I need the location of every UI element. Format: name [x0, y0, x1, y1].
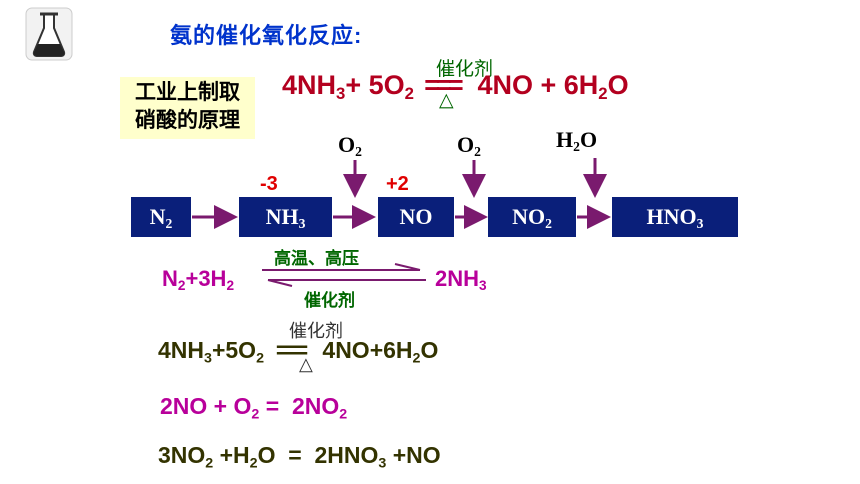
box-no: NO: [378, 197, 454, 237]
main-eq-right: 4NO + 6H2O: [469, 70, 629, 104]
box-hno3: HNO3: [612, 197, 738, 237]
principle-label-line2: 硝酸的原理: [135, 109, 240, 132]
reverse-arrow-head: [267, 279, 293, 287]
synthesis-condition-top: 高温、高压: [274, 249, 359, 268]
principle-label: 工业上制取 硝酸的原理: [120, 77, 255, 139]
oxidation-state-nh3: -3: [260, 173, 278, 195]
eq1-heat: △: [299, 354, 313, 374]
flask-icon: [25, 7, 73, 61]
main-equation: 4NH3+ 5O2 === 4NO + 6H2O: [282, 70, 629, 104]
forward-arrow-head: [394, 263, 421, 271]
eq1-catalyst: 催化剂: [289, 321, 343, 341]
box-n2: N2: [131, 197, 191, 237]
equation-2: 2NO + O2 = 2NO2: [160, 393, 348, 423]
synthesis-left: N2+3H2: [162, 266, 235, 294]
synthesis-condition-bottom: 催化剂: [304, 291, 355, 310]
catalyst-label: 催化剂: [436, 59, 494, 80]
equation-1: 4NH3+5O2=== 4NO+6H2O: [158, 337, 439, 367]
reagent-o2-1: O2: [338, 132, 362, 160]
reagent-o2-2: O2: [457, 132, 481, 160]
heat-symbol: △: [439, 90, 454, 111]
oxidation-state-no: +2: [386, 173, 409, 195]
page-title: 氨的催化氧化反应:: [170, 23, 363, 48]
box-nh3: NH3: [239, 197, 332, 237]
box-no2: NO2: [488, 197, 576, 237]
reagent-h2o: H2O: [556, 127, 598, 155]
synthesis-right: 2NH3: [435, 266, 487, 294]
equation-3: 3NO2 +H2O = 2HNO3 +NO: [158, 442, 441, 472]
principle-label-line1: 工业上制取: [135, 81, 240, 104]
equal-sign: ===: [424, 70, 463, 100]
main-eq-left: 4NH3+ 5O2: [282, 70, 414, 104]
